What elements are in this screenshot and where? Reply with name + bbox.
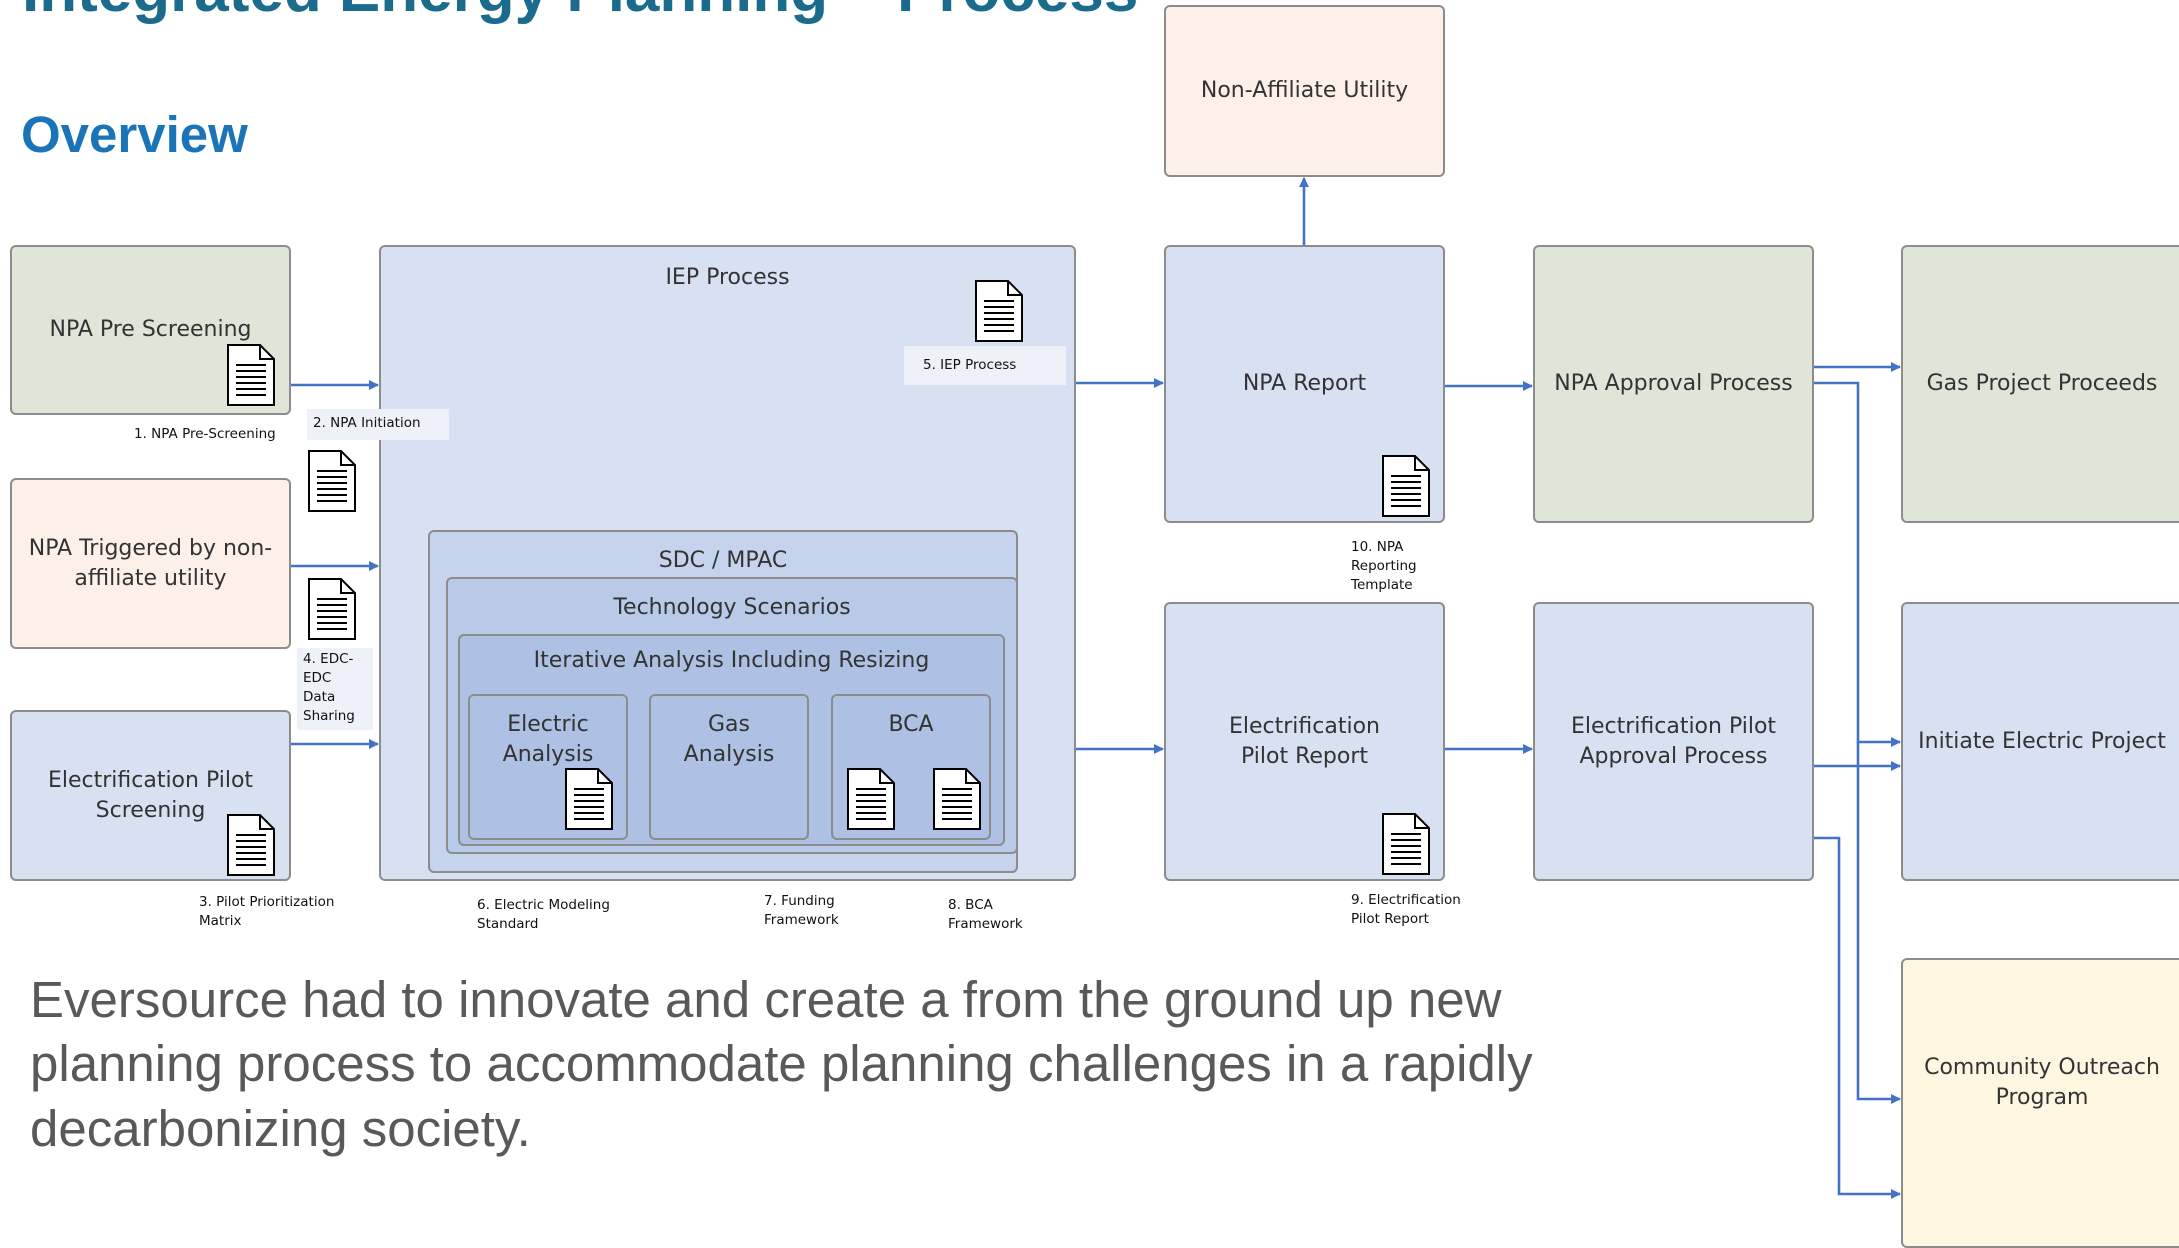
document-icon: [847, 768, 895, 830]
community-outreach-program-label: Community Outreach Program: [1924, 1055, 2160, 1110]
initiate-electric-project-box: Initiate Electric Project: [1901, 602, 2179, 881]
description-text: Eversource had to innovate and create a …: [30, 971, 1533, 1157]
iep-process-label: IEP Process: [665, 265, 790, 290]
document-icon: [975, 280, 1023, 342]
bca-label: BCA: [888, 712, 934, 737]
npa-pre-screening-box: NPA Pre Screening: [10, 245, 291, 415]
gas-analysis-box: Gas Analysis: [649, 694, 809, 840]
npa-approval-process-label: NPA Approval Process: [1554, 371, 1793, 397]
document-icon: [227, 344, 275, 406]
arrow-npa-approval-to-electric: [1814, 381, 1901, 747]
arrow-pilot-approval-to-outreach: [1814, 836, 1901, 1199]
non-affiliate-utility-box: Non-Affiliate Utility: [1164, 5, 1445, 177]
document-icon: [308, 578, 356, 640]
electrification-pilot-screening-label: Electrification Pilot Screening: [47, 767, 254, 823]
iterative-analysis-label: Iterative Analysis Including Resizing: [533, 648, 930, 673]
npa-report-label: NPA Report: [1242, 371, 1367, 397]
electrification-pilot-report-label: Electrification Pilot Report: [1228, 713, 1380, 769]
sdc-mpac-label: SDC / MPAC: [658, 548, 788, 573]
initiate-electric-project-label: Initiate Electric Project: [1918, 728, 2166, 754]
npa-pre-screening-label: NPA Pre Screening: [49, 317, 252, 343]
doc-caption-1: 1. NPA Pre-Screening: [134, 426, 276, 442]
gas-project-proceeds-label: Gas Project Proceeds: [1926, 371, 2158, 397]
doc-caption-2: 2. NPA Initiation: [307, 409, 449, 440]
page-subtitle: Overview: [21, 106, 248, 163]
electrification-pilot-approval-label: Electrification Pilot Approval Process: [1570, 713, 1777, 769]
electrification-pilot-approval-box: Electrification Pilot Approval Process: [1533, 602, 1814, 881]
npa-triggered-label: NPA Triggered by non-affiliate utility: [28, 535, 273, 591]
document-icon: [565, 768, 613, 830]
document-icon: [1382, 813, 1430, 875]
gas-project-proceeds-box: Gas Project Proceeds: [1901, 245, 2179, 523]
technology-scenarios-label: Technology Scenarios: [613, 595, 851, 620]
document-icon: [227, 814, 275, 876]
gas-analysis-label: Gas Analysis: [683, 712, 775, 767]
document-icon: [308, 450, 356, 512]
npa-approval-process-box: NPA Approval Process: [1533, 245, 1814, 523]
npa-triggered-box: NPA Triggered by non-affiliate utility: [10, 478, 291, 649]
arrow-npa-approval-to-outreach: [1856, 742, 1901, 1104]
non-affiliate-utility-label: Non-Affiliate Utility: [1200, 78, 1409, 104]
page-title: Integrated Energy Planning – Process: [22, 0, 1138, 22]
community-outreach-program-box: Community Outreach Program: [1901, 958, 2179, 1248]
document-icon: [1382, 455, 1430, 517]
document-icon: [933, 768, 981, 830]
electric-analysis-label: Electric Analysis: [502, 712, 594, 767]
doc-caption-5: 5. IEP Process: [904, 346, 1067, 385]
